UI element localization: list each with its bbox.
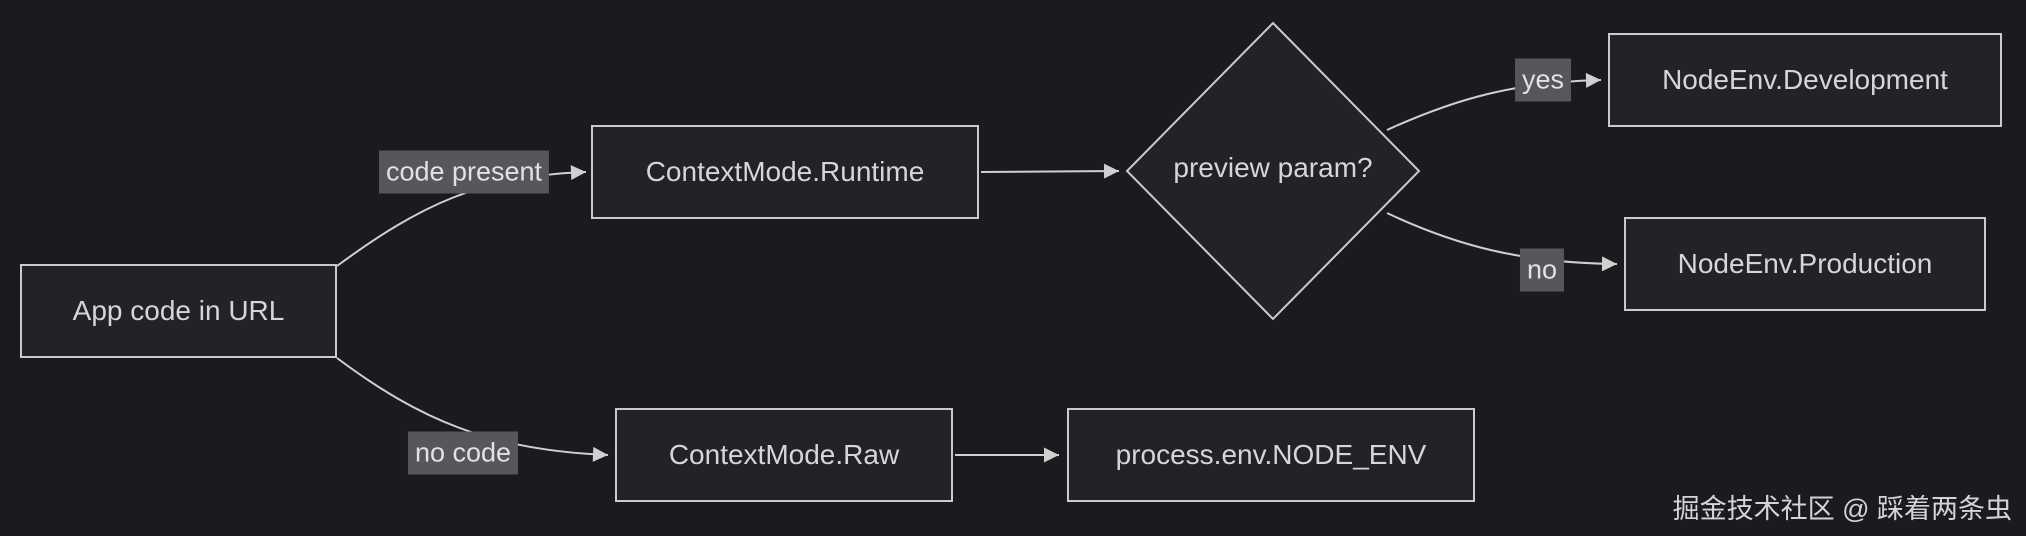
node-preview-param-label: preview param?: [1173, 152, 1373, 183]
node-nodeenv-production-label: NodeEnv.Production: [1677, 248, 1933, 279]
node-nodeenv-development: NodeEnv.Development: [1608, 33, 2002, 127]
edge-app-to-raw: [336, 357, 609, 462]
watermark-text: 掘金技术社区 @ 踩着两条虫: [1672, 494, 2012, 524]
edge-decision-to-prod-no: [1386, 212, 1618, 272]
node-app-code-in-url-label: App code in URL: [72, 295, 285, 326]
edge-label-code-present: code present: [378, 150, 550, 194]
node-app-code-in-url: App code in URL: [20, 264, 337, 358]
edge-label-yes: yes: [1514, 58, 1572, 102]
node-contextmode-runtime-label: ContextMode.Runtime: [645, 156, 925, 187]
node-process-env-node-env: process.env.NODE_ENV: [1067, 408, 1475, 502]
node-decision-diamond: [1125, 21, 1421, 321]
edge-label-no: no: [1519, 248, 1565, 292]
node-process-env-node-env-label: process.env.NODE_ENV: [1115, 439, 1427, 470]
node-contextmode-raw-label: ContextMode.Raw: [668, 439, 900, 470]
edge-runtime-to-decision: [980, 163, 1120, 179]
edge-label-no-code: no code: [407, 431, 519, 475]
node-nodeenv-development-label: NodeEnv.Development: [1662, 64, 1948, 95]
node-contextmode-runtime: ContextMode.Runtime: [591, 125, 979, 219]
node-nodeenv-production: NodeEnv.Production: [1624, 217, 1986, 311]
node-contextmode-raw: ContextMode.Raw: [615, 408, 953, 502]
